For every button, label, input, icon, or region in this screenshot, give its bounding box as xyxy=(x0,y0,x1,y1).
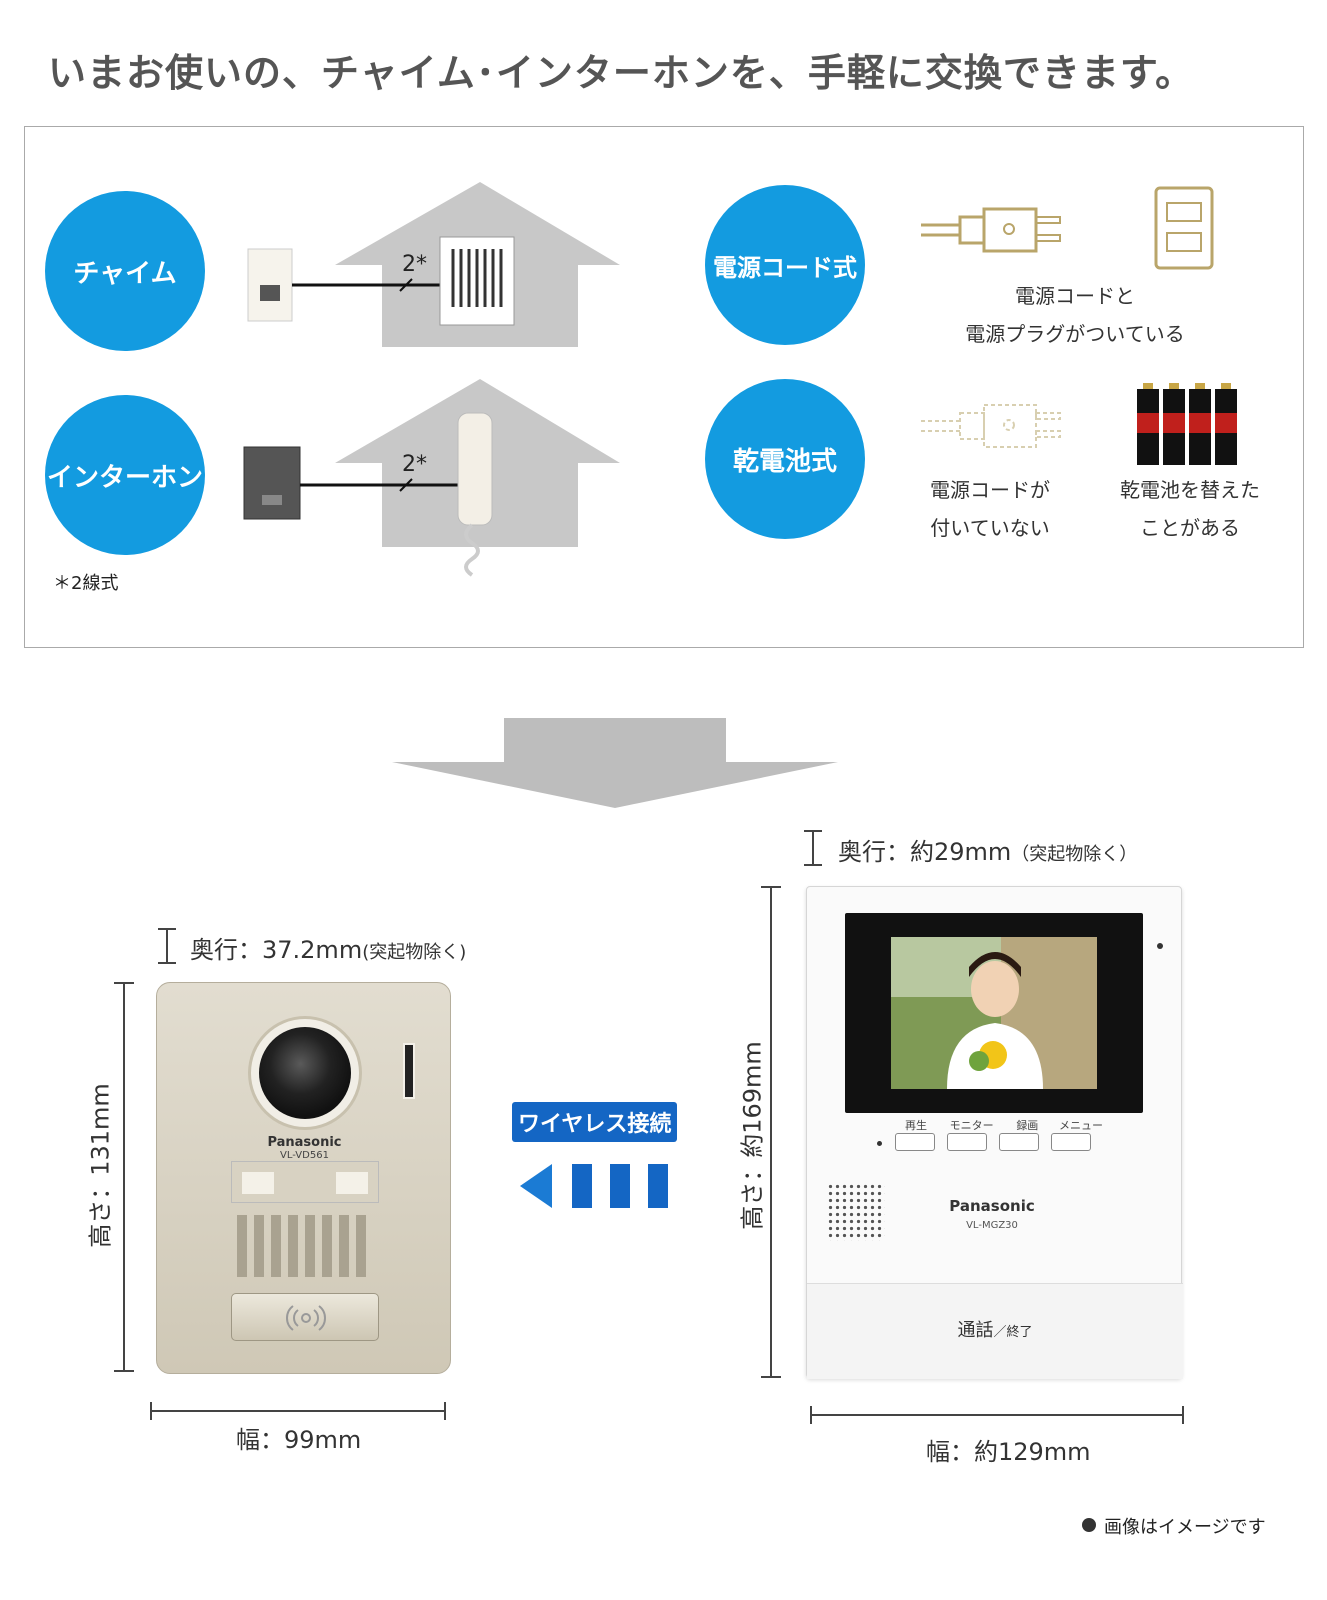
chime-circle: チャイム xyxy=(45,191,205,351)
plug-icon xyxy=(921,207,1061,253)
monitor-height-cap-bottom xyxy=(761,1376,781,1378)
monitor-screen-bezel xyxy=(845,913,1143,1113)
intercom-wire-mark: 2* xyxy=(402,452,427,477)
monitor-width-cap-right xyxy=(1182,1406,1184,1424)
monitor-height-line xyxy=(770,886,772,1378)
headline: いまお使いの、チャイム･インターホンを、手軽に交換できます。 xyxy=(48,51,1195,95)
door-height: 高さ：131mm xyxy=(86,1083,115,1248)
outlet-icon xyxy=(1154,186,1214,270)
wireless-signal-icon xyxy=(520,1164,668,1208)
no-cord-caption-line1: 電源コードが xyxy=(930,478,1050,502)
no-cord-caption-line2: 付いていない xyxy=(930,516,1050,540)
door-depth-marker xyxy=(166,928,168,964)
light-panel xyxy=(231,1161,379,1203)
cord-caption-line1: 電源コードと xyxy=(1015,284,1135,308)
status-dot xyxy=(877,1141,882,1146)
door-height-line xyxy=(123,982,125,1372)
camera-lens-icon xyxy=(259,1027,351,1119)
speaker-grille-icon xyxy=(237,1215,366,1277)
door-depth: 奥行：37.2mm(突起物除く) xyxy=(190,930,466,965)
door-station: Panasonic VL-VD561 xyxy=(156,982,451,1374)
door-depth-marker-bottom xyxy=(158,962,176,964)
monitor-height-cap-top xyxy=(761,886,781,888)
down-arrow-icon xyxy=(392,718,838,808)
monitor-width-line xyxy=(810,1414,1184,1416)
sensor-window xyxy=(403,1043,415,1099)
call-wave-icon xyxy=(286,1305,326,1331)
playback-button[interactable] xyxy=(895,1133,935,1151)
led-light-left xyxy=(242,1172,274,1194)
end-label: ／終了 xyxy=(993,1325,1033,1340)
door-model: VL-VD561 xyxy=(280,1150,329,1161)
monitor-brand: Panasonic xyxy=(949,1197,1035,1215)
monitor-label: モニター xyxy=(949,1119,994,1132)
monitor-button[interactable] xyxy=(947,1133,987,1151)
monitor-width-cap-left xyxy=(810,1406,812,1424)
battery-caption: 乾電池を替えた ことがある xyxy=(1095,471,1285,547)
call-button[interactable] xyxy=(231,1293,379,1341)
image-note: 画像はイメージです xyxy=(1104,1517,1266,1538)
intercom-house-illustration: 2* xyxy=(243,379,620,577)
footnote-two-wire: ＊2線式 xyxy=(53,573,119,594)
monitor-indicator xyxy=(1157,943,1163,949)
battery-icon xyxy=(1137,383,1237,465)
menu-button[interactable] xyxy=(1051,1133,1091,1151)
playback-label: 再生 xyxy=(905,1119,927,1132)
chime-wire-mark: 2* xyxy=(402,252,427,277)
chime-house-illustration: 2* xyxy=(247,182,620,347)
monitor-model: VL-MGZ30 xyxy=(966,1220,1018,1231)
battery-type-circle: 乾電池式 xyxy=(705,379,865,539)
no-cord-caption: 電源コードが 付いていない xyxy=(905,471,1075,547)
led-light-right xyxy=(336,1172,368,1194)
door-width-cap-left xyxy=(150,1402,152,1420)
monitor-speaker-icon xyxy=(827,1183,885,1241)
door-width-cap-right xyxy=(444,1402,446,1420)
monitor-depth: 奥行：約29mm（突起物除く） xyxy=(838,832,1137,867)
monitor-depth-marker xyxy=(812,830,814,866)
record-label: 録画 xyxy=(1016,1119,1039,1132)
menu-label: メニュー xyxy=(1058,1119,1103,1132)
monitor-height: 高さ：約169mm xyxy=(738,1041,767,1230)
comparison-panel: チャイム 2* インターホン 2* ＊2線式 電源コード式 xyxy=(24,126,1304,648)
cord-caption: 電源コードと 電源プラグがついている xyxy=(945,277,1205,353)
monitor-screen-photo xyxy=(891,937,1097,1089)
note-bullet-icon xyxy=(1082,1518,1096,1532)
record-button[interactable] xyxy=(999,1133,1039,1151)
monitor-button-labels: 再生 モニター 録画 メニュー xyxy=(895,1117,1105,1133)
talk-end-label: 通話／終了 xyxy=(807,1316,1183,1342)
door-depth-marker-top xyxy=(158,928,176,930)
no-plug-icon xyxy=(921,404,1061,448)
monitor-depth-value: 奥行：約29mm xyxy=(838,838,1012,866)
talk-end-button[interactable]: 通話／終了 xyxy=(807,1283,1183,1379)
monitor-width: 幅：約129mm xyxy=(926,1438,1091,1466)
monitor-depth-note: （突起物除く） xyxy=(1011,844,1138,865)
cord-caption-line2: 電源プラグがついている xyxy=(965,322,1185,346)
door-height-cap-bottom xyxy=(114,1370,134,1372)
door-height-cap-top xyxy=(114,982,134,984)
door-depth-value: 奥行：37.2mm xyxy=(190,936,363,964)
battery-caption-line2: ことがある xyxy=(1140,516,1240,540)
monitor-unit: 再生 モニター 録画 メニュー Panasonic VL-MGZ30 通話／終了 xyxy=(806,886,1183,1379)
door-brand: Panasonic xyxy=(267,1135,342,1150)
door-depth-note: (突起物除く) xyxy=(362,942,467,963)
monitor-depth-marker-top xyxy=(804,830,822,832)
intercom-circle: インターホン xyxy=(45,395,205,555)
monitor-depth-marker-bottom xyxy=(804,864,822,866)
wireless-label: ワイヤレス接続 xyxy=(512,1102,678,1142)
door-width-line xyxy=(150,1410,446,1412)
talk-label: 通話 xyxy=(957,1320,994,1341)
battery-caption-line1: 乾電池を替えた xyxy=(1120,478,1260,502)
door-width: 幅：99mm xyxy=(236,1426,362,1454)
cord-type-circle: 電源コード式 xyxy=(705,185,865,345)
